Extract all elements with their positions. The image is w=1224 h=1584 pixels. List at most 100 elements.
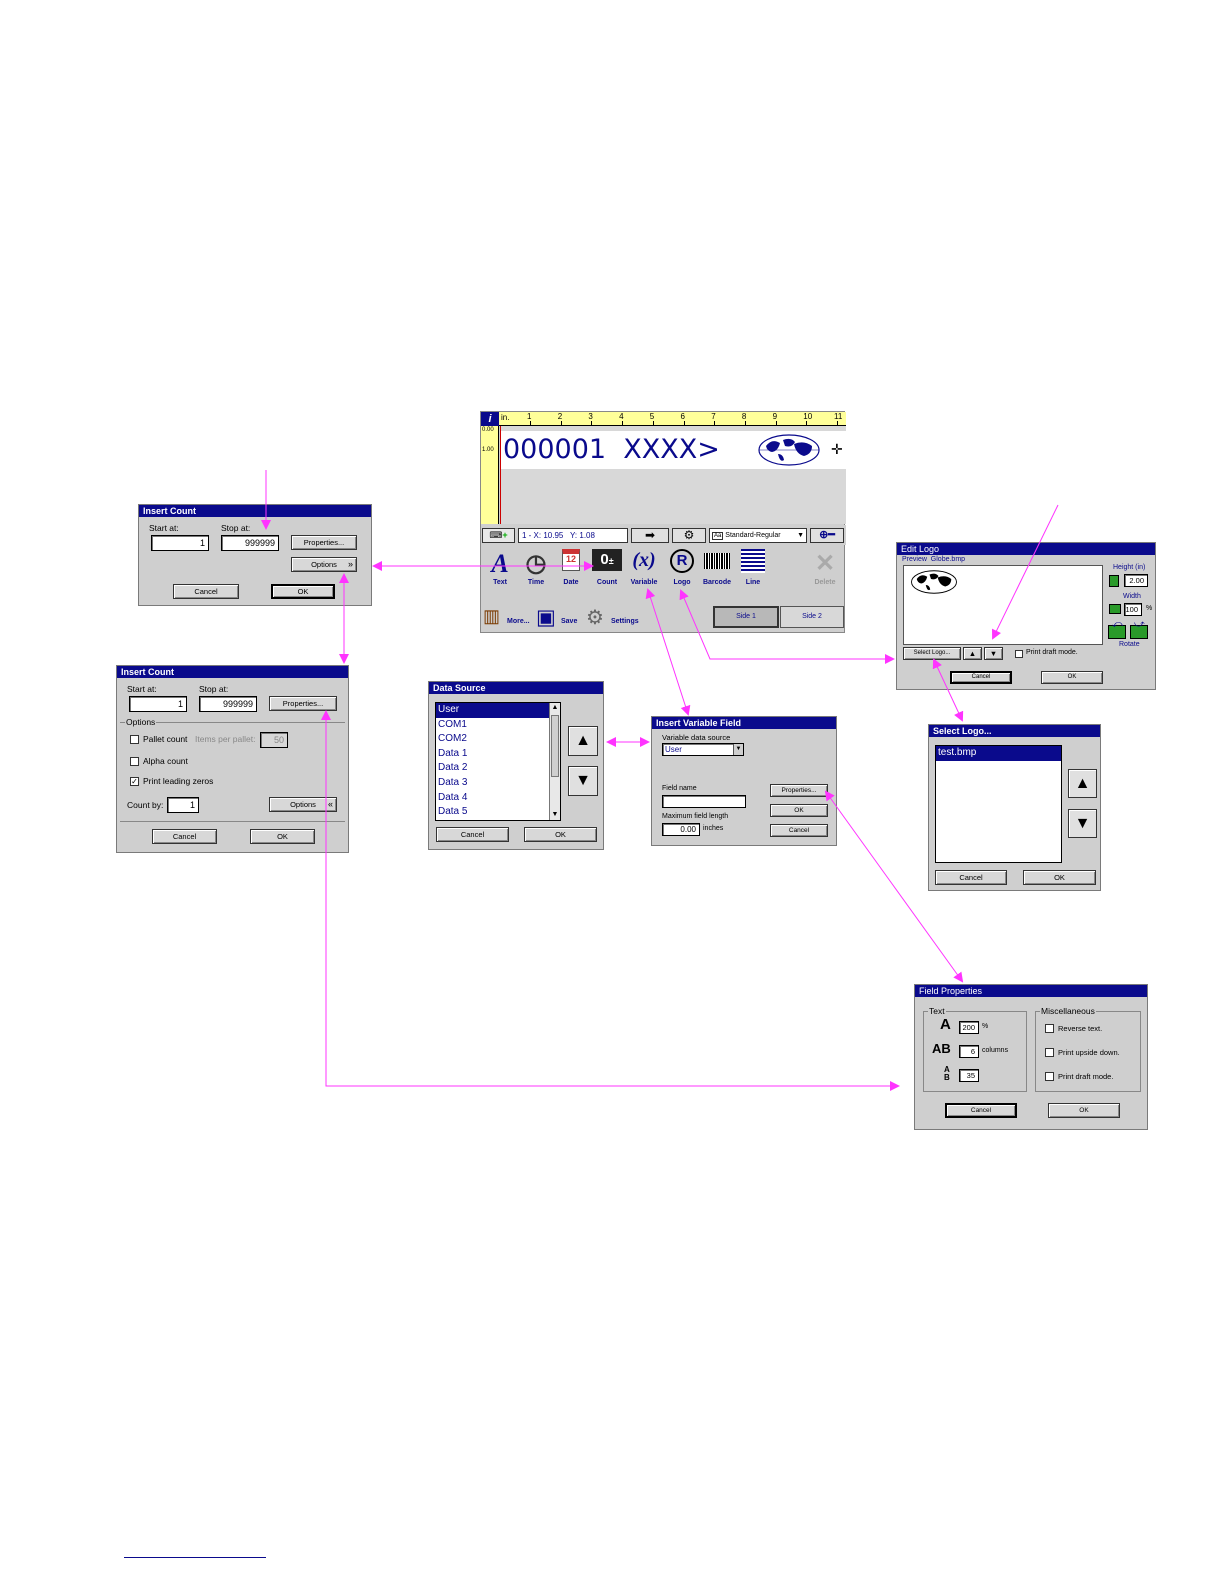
cancel-button[interactable]: Cancel (935, 870, 1007, 885)
chevron-up-icon: « (327, 799, 333, 809)
start-at-input[interactable]: 1 (129, 696, 187, 712)
font-select[interactable]: Aa Standard-Regular▼ (709, 528, 807, 543)
move-up-button[interactable]: ▲ (1068, 769, 1097, 798)
ok-button[interactable]: OK (1048, 1103, 1120, 1118)
variable-source-select[interactable]: User▼ (662, 743, 744, 756)
ruler-tick: 7 (711, 412, 716, 421)
move-down-button[interactable]: ▼ (1068, 809, 1097, 838)
misc-group: Miscellaneous Reverse text. Print upside… (1035, 1006, 1141, 1092)
rotate-icon[interactable]: ⤺ ⤻ (1108, 619, 1152, 639)
cancel-button[interactable]: Cancel (945, 1103, 1017, 1118)
ok-button[interactable]: OK (271, 584, 335, 599)
side1-button[interactable]: Side 1 (713, 606, 779, 628)
line-tool[interactable]: Line (736, 549, 770, 593)
red-cursor-line (500, 426, 501, 524)
gear-icon[interactable]: ⚙ (672, 528, 706, 543)
text-size-input[interactable]: 200 (959, 1021, 979, 1034)
ruler-tick: 3 (588, 412, 593, 421)
list-item[interactable]: COM1 (438, 718, 467, 730)
ok-button[interactable]: OK (770, 804, 828, 817)
cancel-button[interactable]: Cancel (173, 584, 239, 599)
count-tool[interactable]: 0±Count (590, 549, 624, 593)
count-by-input[interactable]: 1 (167, 797, 199, 813)
barcode-tool[interactable]: Barcode (700, 549, 734, 593)
list-item[interactable]: COM2 (438, 733, 467, 745)
message-canvas[interactable]: 000001 XXXX> ✛ (500, 426, 846, 524)
field-name-input[interactable] (662, 795, 746, 808)
globe-logo[interactable] (758, 434, 820, 466)
move-up-button[interactable]: ▲ (568, 726, 598, 756)
start-at-input[interactable]: 1 (151, 535, 209, 551)
spacing-input[interactable]: 35 (959, 1069, 979, 1082)
keyboard-icon[interactable]: ⌨+ (482, 528, 515, 543)
columns-input[interactable]: 6 (959, 1045, 979, 1058)
alpha-count-checkbox[interactable] (130, 757, 139, 766)
ok-button[interactable]: OK (1023, 870, 1096, 885)
list-item[interactable]: Data 4 (438, 791, 468, 803)
side2-button[interactable]: Side 2 (780, 606, 844, 628)
cancel-button[interactable]: Cancel (770, 824, 828, 837)
height-input[interactable]: 2.00 (1124, 574, 1148, 587)
list-item[interactable]: User (436, 703, 550, 718)
ruler-tick: 1 (527, 412, 532, 421)
cancel-button[interactable]: Cancel (950, 671, 1012, 684)
ok-button[interactable]: OK (524, 827, 597, 842)
move-down-button[interactable]: ▼ (568, 766, 598, 796)
ruler-tick: 5 (649, 412, 655, 421)
list-item[interactable]: Data 2 (438, 762, 468, 774)
options-button[interactable]: Options« (269, 797, 337, 812)
settings-button[interactable]: ⚙ Settings (586, 607, 639, 629)
arrow-right-icon[interactable]: ➡ (631, 528, 669, 543)
dialog-title: Select Logo... (929, 725, 1100, 737)
print-leading-zeros-checkbox[interactable]: ✓ (130, 777, 139, 786)
options-button[interactable]: Options» (291, 557, 357, 572)
stop-at-input[interactable]: 999999 (221, 535, 279, 551)
logo-file-list[interactable]: test.bmp (935, 745, 1062, 863)
ok-button[interactable]: OK (250, 829, 315, 844)
select-logo-dialog: Select Logo... test.bmp ▲ ▼ Cancel OK (928, 724, 1101, 891)
more-button[interactable]: ▥ More... (483, 606, 530, 626)
variable-icon: (x) (632, 549, 656, 571)
stop-at-input[interactable]: 999999 (199, 696, 257, 712)
move-down-button[interactable]: ▼ (984, 647, 1003, 660)
properties-button[interactable]: Properties... (269, 696, 337, 711)
delete-tool[interactable]: ✕Delete (808, 549, 842, 593)
ok-button[interactable]: OK (1041, 671, 1103, 684)
reverse-text-checkbox[interactable] (1045, 1024, 1054, 1033)
list-item[interactable]: Data 5 (438, 806, 468, 818)
info-icon[interactable]: i (481, 412, 499, 426)
time-tool[interactable]: ◷Time (519, 549, 553, 593)
draft-mode-checkbox[interactable] (1045, 1072, 1054, 1081)
width-input[interactable]: 100 (1124, 603, 1142, 616)
cancel-button[interactable]: Cancel (152, 829, 217, 844)
cancel-button[interactable]: Cancel (436, 827, 509, 842)
save-button[interactable]: ▣ Save (536, 606, 578, 629)
list-item[interactable]: Data 3 (438, 776, 468, 788)
move-up-button[interactable]: ▲ (963, 647, 982, 660)
height-icon (1109, 575, 1119, 587)
list-item[interactable]: Data 1 (438, 747, 468, 759)
list-item[interactable]: test.bmp (936, 746, 1061, 761)
message-text[interactable]: 000001 XXXX> (503, 434, 720, 465)
pallet-count-checkbox[interactable] (130, 735, 139, 744)
crosshair-icon: ✛ (831, 441, 843, 457)
list-scrollbar[interactable]: ▲ ▼ (549, 703, 560, 820)
upside-down-checkbox[interactable] (1045, 1048, 1054, 1057)
zoom-icon[interactable]: ⊕━ (810, 528, 844, 543)
draft-mode-checkbox[interactable] (1015, 650, 1023, 658)
properties-button[interactable]: Properties... (770, 784, 828, 797)
variable-tool[interactable]: (x)Variable (627, 549, 661, 593)
properties-button[interactable]: Properties... (291, 535, 357, 550)
items-per-pallet-input[interactable]: 50 (260, 732, 288, 748)
select-logo-button[interactable]: Select Logo... (903, 647, 961, 660)
max-length-input[interactable]: 0.00 (662, 823, 700, 836)
logo-preview (903, 565, 1103, 645)
text-size-icon: A (940, 1016, 951, 1033)
vruler-mid: 1.00 (482, 447, 494, 453)
dialog-title: Insert Variable Field (652, 717, 836, 729)
